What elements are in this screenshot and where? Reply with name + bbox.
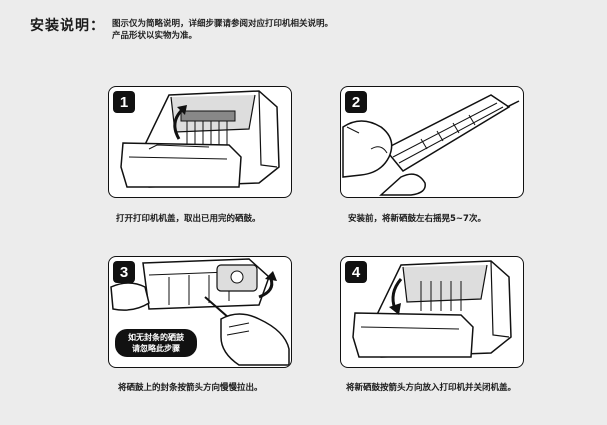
step-3-caption: 将硒鼓上的封条按箭头方向慢慢拉出。 [118,383,263,393]
instructions-title: 安装说明： [30,18,105,34]
note-line-2: 产品形状以实物为准。 [112,31,198,41]
step-1-caption: 打开打印机机盖，取出已用完的硒鼓。 [116,214,261,224]
step-1-panel: 1 [108,86,292,198]
step-4-panel: 4 [340,256,524,368]
step-1-illustration [120,90,280,188]
instructions-note: 图示仅为简略说明，详细步骤请参阅对应打印机相关说明。 产品形状以实物为准。 [112,18,333,42]
note-line-1: 图示仅为简略说明，详细步骤请参阅对应打印机相关说明。 [112,19,334,29]
step-2-panel: 2 [340,86,524,198]
step-3-badge: 3 [113,261,135,283]
step-2-badge: 2 [345,91,367,113]
step-2-illustration [342,94,520,196]
step-3-panel: 3 如无封条的硒鼓 请忽略此步骤 [108,256,292,368]
callout-line-1: 如无封条的硒鼓 [128,333,184,342]
callout-line-2: 请忽略此步骤 [132,344,180,353]
step-4-badge: 4 [345,261,367,283]
step-2-caption: 安装前，将新硒鼓左右摇晃5~7次。 [348,214,486,224]
step-1-badge: 1 [113,91,135,113]
step-4-illustration [352,260,512,358]
step-4-caption: 将新硒鼓按箭头方向放入打印机并关闭机盖。 [346,383,517,393]
step-3-illustration [110,258,290,366]
no-seal-callout: 如无封条的硒鼓 请忽略此步骤 [115,329,197,357]
